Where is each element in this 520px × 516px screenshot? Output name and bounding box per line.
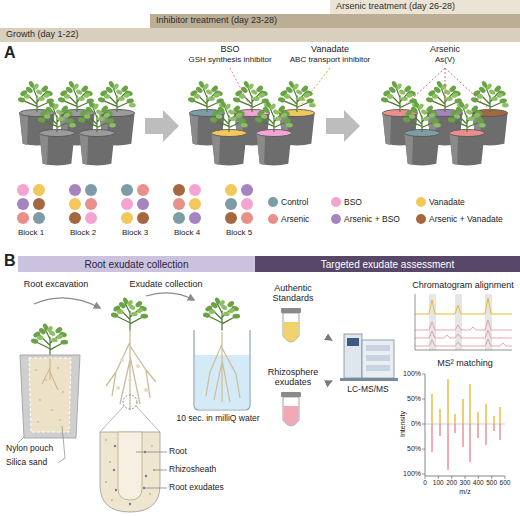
lc-ms-instrument: [340, 334, 398, 381]
axis-title: m/z: [459, 488, 470, 496]
axis-tick: 100: [433, 479, 444, 486]
pot-group-growth: [17, 80, 135, 165]
node-text: Authentic Standards: [262, 284, 324, 304]
section-band: Root exudate collection: [18, 256, 255, 272]
panel-letter: A: [4, 44, 16, 62]
treatment-note: ABC transport inhibitor: [290, 55, 370, 64]
part-label: Silica sand: [6, 458, 47, 468]
chromatogram: [415, 294, 512, 350]
legend-swatch: [331, 214, 341, 224]
block-label: Block 2: [70, 228, 96, 237]
treatment-label: BSO: [220, 44, 239, 54]
step-arrow: [146, 293, 194, 300]
legend-swatch: [416, 197, 426, 207]
step-arrow: [145, 110, 179, 142]
step-label: Exudate collection: [129, 279, 202, 289]
section-band: Targeted exudate assessment: [255, 256, 520, 272]
axis-tick: 0: [423, 479, 427, 486]
legend-text: Vanadate: [429, 197, 465, 207]
legend-text: Arsenic + Vanadate: [429, 214, 503, 224]
part-label: Root exudates: [169, 483, 224, 493]
legend-text: Arsenic + BSO: [344, 214, 400, 224]
pot-group-inhibitor: [187, 80, 315, 165]
beaker: [194, 297, 250, 410]
step-arrow: [326, 110, 360, 142]
legend-entry: Arsenic + BSO: [331, 214, 400, 224]
excavated-plant: [106, 297, 156, 410]
node-text: LC-MS/MS: [347, 385, 389, 394]
part-label: Root: [169, 447, 187, 457]
mirror-spectrum: [422, 374, 505, 479]
treatment-label: Arsenic: [430, 44, 460, 54]
timeline-bar: Arsenic treatment (day 26-28): [330, 0, 520, 14]
step-label: Root excavation: [24, 279, 89, 289]
panel-letter: B: [4, 252, 16, 270]
legend-entry: Control: [268, 197, 308, 207]
treatment-label: Vanadate: [311, 44, 349, 54]
node-text: Growth (day 1-22): [6, 30, 79, 40]
part-label: Rhizosheath: [169, 465, 216, 475]
root-zoom: [100, 395, 167, 512]
axis-tick: 50%: [407, 445, 421, 453]
legend-entry: Arsenic: [268, 214, 309, 224]
step-note: 10 sec. in milliQ water: [176, 414, 259, 424]
part-label: Nylon pouch: [6, 444, 53, 454]
legend-entry: BSO: [331, 197, 362, 207]
exudate-tube: Rhizosphere exudates: [262, 368, 324, 432]
sand-pot: [20, 323, 80, 438]
legend-swatch: [331, 197, 341, 207]
step-arrow: [34, 298, 100, 308]
block-label: Block 1: [18, 228, 44, 237]
node-text: Root exudate collection: [85, 259, 189, 270]
axis-tick: 100%: [403, 470, 421, 478]
block-layout: [17, 184, 253, 224]
timeline-bar: Inhibitor treatment (day 23-28): [150, 14, 520, 28]
axis-tick: 0%: [411, 420, 421, 428]
flow-arrow: [326, 381, 332, 384]
block-label: Block 3: [122, 228, 148, 237]
axis-tick: 500: [486, 479, 497, 486]
axis-tick: 100%: [403, 370, 421, 378]
sample-tubes: [281, 308, 301, 426]
axis-tick: 400: [473, 479, 484, 486]
legend-entry: Vanadate: [416, 197, 465, 207]
legend-text: Arsenic: [281, 214, 309, 224]
node-text: Inhibitor treatment (day 23-28): [156, 16, 277, 26]
node-text: Targeted exudate assessment: [321, 259, 454, 270]
treatment-note: As(V): [435, 55, 455, 64]
step-label: Chromatogram alignment: [412, 280, 514, 290]
axis-tick: 300: [460, 479, 471, 486]
treatment-note: GSH synthesis inhibitor: [188, 55, 271, 64]
axis-tick: 50%: [407, 395, 421, 403]
standards-tube: Authentic Standards: [262, 284, 324, 348]
legend-entry: Arsenic + Vanadate: [416, 214, 503, 224]
block-label: Block 4: [174, 228, 200, 237]
legend-swatch: [416, 214, 426, 224]
timeline-bar: Growth (day 1-22): [0, 28, 520, 42]
legend-text: BSO: [344, 197, 362, 207]
legend-swatch: [268, 197, 278, 207]
treatment-leaders: [230, 68, 490, 110]
axis-tick: 200: [446, 479, 457, 486]
node-text: Arsenic treatment (day 26-28): [336, 2, 455, 12]
block-label: Block 5: [226, 228, 252, 237]
legend-swatch: [268, 214, 278, 224]
axis-tick: 600: [500, 479, 511, 486]
lc-ms-node: LC-MS/MS: [334, 332, 402, 394]
step-label: MS² matching: [437, 358, 493, 368]
node-text: Rhizosphere exudates: [262, 368, 324, 388]
legend-text: Control: [281, 197, 308, 207]
flow-arrow: [326, 337, 332, 341]
axis-title: Intensity: [399, 411, 407, 437]
